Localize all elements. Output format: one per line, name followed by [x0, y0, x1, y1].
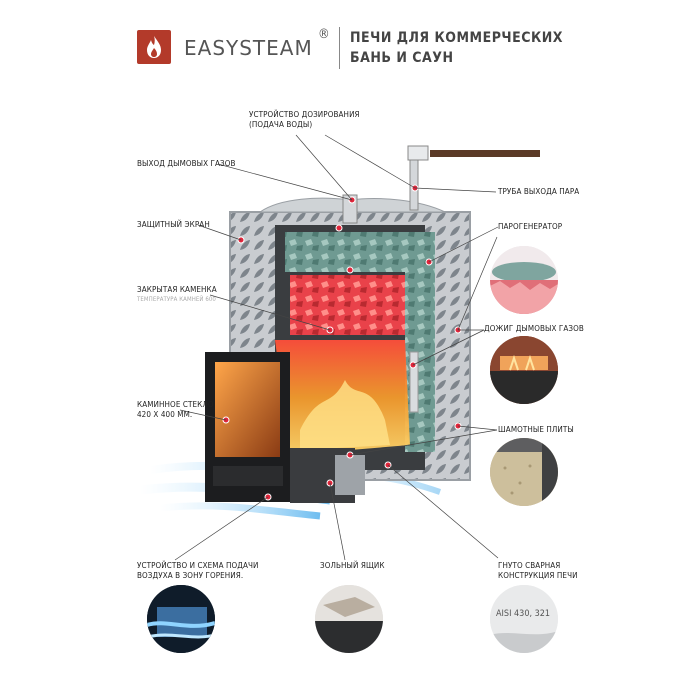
label-afterburn: ДОЖИГ ДЫМОВЫХ ГАЗОВ [484, 324, 584, 333]
steel-grade-text: AISI 430, 321 [496, 609, 551, 619]
label-closed-heater-line: ЗАКРЫТАЯ КАМЕНКА [137, 285, 217, 294]
label-air-supply-line2: ВОЗДУХА В ЗОНУ ГОРЕНИЯ. [137, 571, 244, 580]
label-air-supply: УСТРОЙСТВО И СХЕМА ПОДАЧИ ВОЗДУХА В ЗОНУ… [137, 561, 259, 581]
brand-logo [137, 30, 171, 64]
label-bent-welded-line1: ГНУТО СВАРНАЯ [498, 561, 561, 570]
registered-mark: ® [318, 27, 330, 42]
label-glass-line2: 420 Х 400 ММ. [137, 410, 193, 419]
fireplace-glass [215, 362, 280, 457]
label-dosing-device: УСТРОЙСТВО ДОЗИРОВАНИЯ (ПОДАЧА ВОДЫ) [249, 110, 360, 130]
flame-logo-icon [147, 36, 161, 58]
label-ash-box: ЗОЛЬНЫЙ ЯЩИК [320, 561, 385, 570]
header-divider [339, 27, 340, 69]
detail-steel-grade: AISI 430, 321 [490, 585, 558, 653]
label-dosing-line2: (ПОДАЧА ВОДЫ) [249, 120, 313, 129]
label-fireclay: ШАМОТНЫЕ ПЛИТЫ [498, 425, 574, 434]
detail-steam-generator [490, 246, 558, 314]
label-closed-heater-sub: ТЕМПЕРАТУРА КАМНЕЙ 600 [137, 296, 216, 303]
detail-air-supply [147, 585, 215, 653]
label-glass-line1: КАМИННОЕ СТЕКЛО [137, 400, 214, 409]
label-closed-heater: ЗАКРЫТАЯ КАМЕНКА ТЕМПЕРАТУРА КАМНЕЙ 600 [137, 285, 217, 305]
label-glass: КАМИННОЕ СТЕКЛО 420 Х 400 ММ. [137, 400, 214, 420]
label-bent-welded-line2: КОНСТРУКЦИЯ ПЕЧИ [498, 571, 578, 580]
title-line-1: ПЕЧИ ДЛЯ КОММЕРЧЕСКИХ [350, 30, 563, 46]
page-title: ПЕЧИ ДЛЯ КОММЕРЧЕСКИХ БАНЬ И САУН [350, 28, 590, 68]
detail-fireclay [490, 438, 558, 506]
title-line-2: БАНЬ И САУН [350, 50, 454, 66]
label-air-supply-line1: УСТРОЙСТВО И СХЕМА ПОДАЧИ [137, 561, 259, 570]
label-bent-welded: ГНУТО СВАРНАЯ КОНСТРУКЦИЯ ПЕЧИ [498, 561, 578, 581]
detail-afterburn [490, 336, 558, 404]
label-protective-screen: ЗАЩИТНЫЙ ЭКРАН [137, 220, 210, 229]
brand-name: EASYSTEAM [184, 36, 313, 60]
label-steam-generator: ПАРОГЕНЕРАТОР [498, 222, 563, 231]
label-dosing-line1: УСТРОЙСТВО ДОЗИРОВАНИЯ [249, 110, 360, 119]
label-flue-gas-exit: ВЫХОД ДЫМОВЫХ ГАЗОВ [137, 159, 236, 168]
label-steam-pipe: ТРУБА ВЫХОДА ПАРА [498, 187, 580, 196]
detail-ash-box [315, 585, 383, 653]
